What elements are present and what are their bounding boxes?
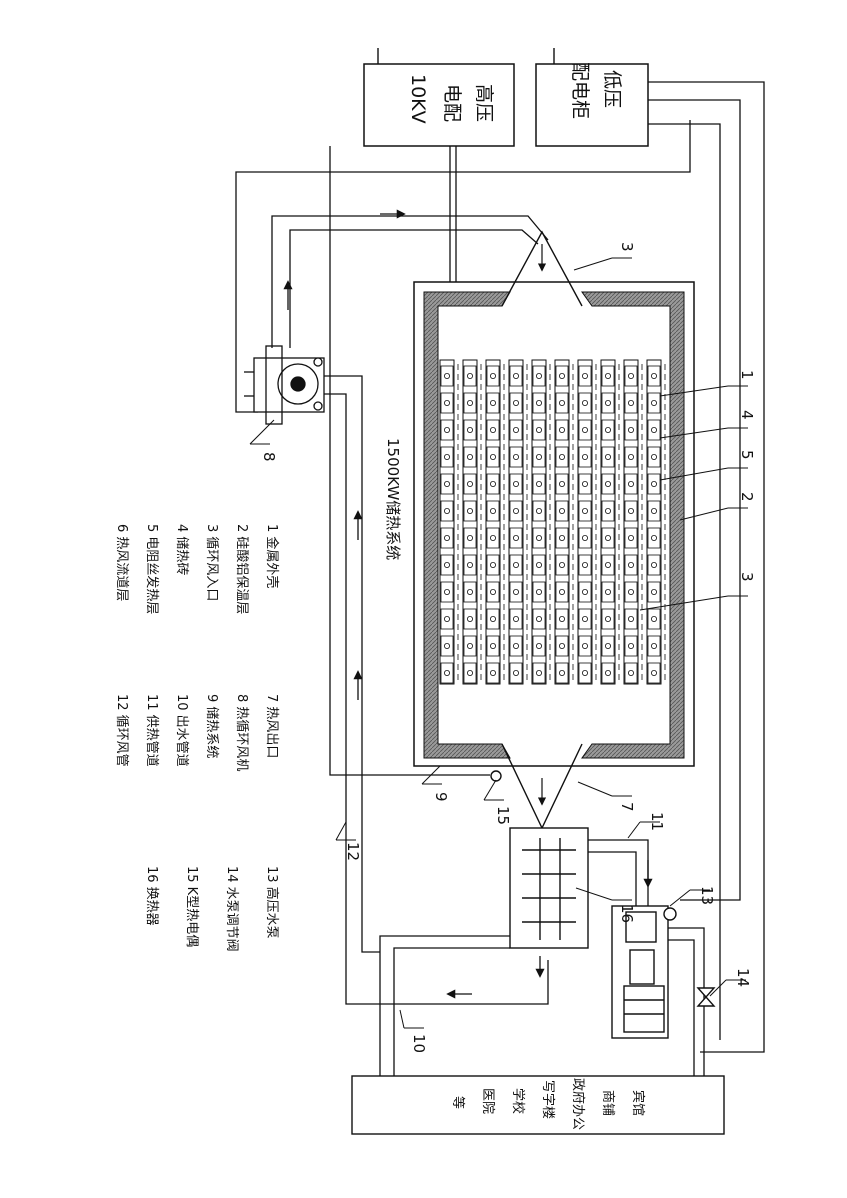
callout: 15 — [483, 779, 512, 825]
lv-label-line2: 配电柜 — [569, 62, 591, 119]
legend-item: 9 储热系统 — [204, 694, 219, 758]
legend-item: 14 水泵调节阀 — [224, 866, 239, 952]
brick-column — [531, 359, 551, 685]
legend-item: 15 K型热电偶 — [184, 866, 199, 947]
callout-number: 2 — [738, 492, 756, 502]
legend-column-2: 7 热风出口 8 热循环风机 9 储热系统 10 出水管道 11 供热管道 12 循环风管 — [114, 694, 279, 771]
legend-item: 10 出水管道 — [174, 694, 189, 767]
callout: 3 — [639, 572, 756, 611]
callout-number: 14 — [734, 968, 752, 987]
hv-cabinet: 高压 电配 10KV — [363, 48, 515, 147]
callout: 8 — [249, 419, 278, 462]
building-line: 宾馆 — [630, 1090, 646, 1116]
heat-storage-unit: 1500KW储热系统 — [384, 230, 695, 830]
circulation-fan — [244, 345, 325, 425]
legend-item: 8 热循环风机 — [234, 694, 249, 771]
legend-column-3: 13 高压水泵 14 水泵调节阀 15 K型热电偶 16 换热器 — [144, 866, 280, 952]
heat-exchanger — [509, 827, 589, 949]
callout-number: 9 — [432, 792, 450, 802]
building-line: 写字楼 — [540, 1080, 555, 1119]
legend-item: 12 循环风管 — [114, 694, 129, 767]
callout-number: 11 — [648, 812, 666, 831]
water-pipes — [379, 839, 705, 1076]
legend-column-1: 1 金属外壳 2 硅酸铝保温层 3 循环风入口 4 储热砖 5 电阻丝发热层 6 热风流道… — [114, 524, 280, 614]
building-line: 等 — [450, 1096, 466, 1109]
legend-item: 3 循环风入口 — [204, 524, 219, 601]
legend-item: 4 储热砖 — [174, 524, 189, 575]
high-pressure-pump — [611, 905, 677, 1039]
callout: 14 — [709, 968, 752, 997]
system-label: 1500KW储热系统 — [384, 438, 402, 560]
callout-number: 12 — [344, 842, 362, 861]
brick-column — [646, 359, 666, 685]
callout: 10 — [399, 1009, 428, 1053]
legend-item: 2 硅酸铝保温层 — [234, 524, 249, 614]
brick-column — [462, 359, 482, 685]
hv-label-line1: 高压 — [473, 84, 495, 122]
callout: 9 — [421, 765, 450, 802]
callout: 12 — [335, 821, 362, 861]
brick-column — [600, 359, 620, 685]
heat-storage-bricks — [439, 359, 666, 685]
brick-column — [508, 359, 528, 685]
callout-number: 15 — [494, 806, 512, 825]
callout-number: 3 — [738, 572, 756, 582]
legend-item: 7 热风出口 — [264, 694, 279, 758]
building-line: 商铺 — [600, 1090, 615, 1116]
brick-column — [485, 359, 505, 685]
callout-number: 8 — [260, 452, 278, 462]
lv-label-line1: 低压 — [601, 70, 623, 108]
legend-item: 1 金属外壳 — [264, 524, 280, 588]
callout-number: 16 — [618, 904, 636, 923]
legend-item: 5 电阻丝发热层 — [144, 524, 160, 614]
callout-number: 5 — [738, 450, 756, 460]
hv-label-line3: 10KV — [407, 74, 429, 124]
building-line: 学校 — [510, 1088, 526, 1114]
lv-cabinet: 低压 配电柜 — [535, 48, 649, 147]
building-line: 医院 — [480, 1088, 495, 1114]
callout-number: 10 — [410, 1034, 428, 1053]
callout: 4 — [659, 410, 756, 439]
callout: 11 — [627, 812, 666, 839]
thermocouple — [490, 770, 502, 782]
callout-number: 7 — [618, 802, 636, 812]
brick-column — [439, 359, 459, 685]
hv-label-line2: 电配 — [441, 84, 463, 122]
callout-number: 13 — [698, 886, 716, 905]
callout: 3 — [573, 242, 636, 271]
brick-column — [554, 359, 574, 685]
callout: 1 — [659, 370, 756, 397]
callout: 13 — [669, 886, 716, 907]
callout-number: 4 — [738, 410, 756, 420]
callout: 5 — [659, 450, 756, 481]
callout-number: 1 — [738, 370, 756, 380]
legend-item: 6 热风流道层 — [114, 524, 129, 601]
power-cables — [235, 81, 765, 1053]
brick-column — [623, 359, 643, 685]
callout-number: 3 — [618, 242, 636, 252]
callout: 2 — [679, 492, 756, 521]
building-line: 政府办公 — [570, 1078, 585, 1130]
circulation-duct — [271, 209, 549, 1005]
brick-column — [577, 359, 597, 685]
legend-item: 11 供热管道 — [144, 694, 159, 767]
callout: 16 — [575, 887, 636, 923]
legend-item: 16 换热器 — [144, 866, 159, 926]
legend-item: 13 高压水泵 — [264, 866, 280, 939]
legend: 1 金属外壳 2 硅酸铝保温层 3 循环风入口 4 储热砖 5 电阻丝发热层 6 热风流道… — [114, 524, 280, 952]
callout: 7 — [577, 781, 636, 812]
regulating-valve — [696, 987, 716, 1007]
